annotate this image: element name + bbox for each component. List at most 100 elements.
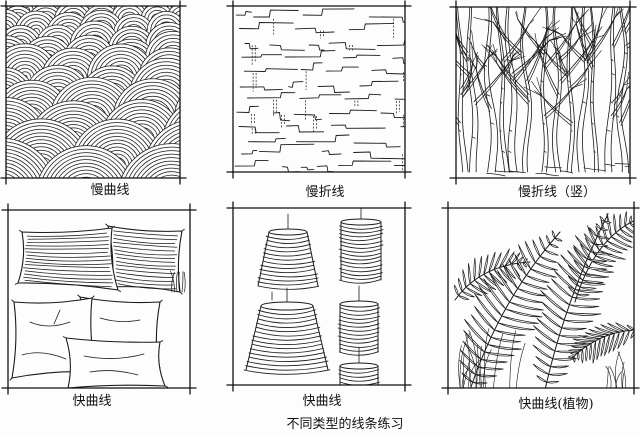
- sketch-stroke: [590, 101, 594, 104]
- sketch-stroke: [260, 264, 315, 269]
- sketch-stroke: [281, 166, 300, 172]
- sketch-stroke: [200, 134, 219, 143]
- sketch-stroke: [576, 7, 586, 173]
- sketch-stroke: [338, 279, 381, 284]
- palm-leaflet: [591, 261, 614, 267]
- sketch-stroke: [129, 57, 180, 96]
- sketch-stroke: [23, 267, 111, 272]
- sketch-stroke: [511, 39, 550, 74]
- sketch-stroke: [600, 7, 608, 21]
- sketch-stroke: [9, 377, 13, 381]
- sketch-stroke: [202, 108, 224, 119]
- sketch-stroke: [244, 42, 259, 50]
- sketch-stroke: [504, 7, 513, 173]
- sketch-stroke: [195, 101, 231, 119]
- palm-leaflet: [504, 251, 515, 267]
- sketch-stroke: [0, 133, 3, 170]
- palm-leaflet: [581, 348, 584, 364]
- panel-fast-curves-lampshades: [226, 201, 412, 392]
- sketch-stroke: [339, 225, 383, 230]
- palm-leaflet: [514, 254, 527, 276]
- sketch-stroke: [117, 289, 121, 293]
- sketch-stroke: [536, 42, 559, 98]
- sketch-stroke: [173, 97, 180, 119]
- sketch-stroke: [542, 40, 548, 55]
- sketch-stroke: [570, 0, 573, 3]
- sketch-stroke: [359, 80, 399, 87]
- sketch-stroke: [316, 165, 334, 172]
- sketch-stroke: [586, 19, 601, 63]
- palm-leaflet: [536, 318, 560, 336]
- sketch-stroke: [26, 232, 108, 237]
- sketch-stroke: [24, 264, 110, 268]
- sketch-stroke: [614, 163, 630, 165]
- sketch-stroke: [0, 8, 4, 21]
- sketch-stroke: [439, 17, 454, 28]
- palm-leaflet: [577, 352, 580, 361]
- panel-drawing: [9, 223, 186, 388]
- sketch-stroke: [177, 105, 180, 119]
- sketch-stroke: [190, 165, 197, 168]
- sketch-stroke: [459, 87, 461, 90]
- palm-leaflet: [571, 345, 588, 349]
- sketch-stroke: [482, 349, 492, 388]
- sketch-stroke: [487, 44, 498, 64]
- sketch-stroke: [253, 9, 299, 18]
- sketch-stroke: [578, 22, 594, 39]
- lampshade-top-rim: [339, 300, 379, 308]
- palm-leaflet: [532, 239, 541, 257]
- sketch-stroke: [590, 7, 599, 173]
- sketch-stroke: [252, 343, 323, 350]
- sketch-stroke: [536, 77, 543, 97]
- sketch-stroke: [462, 359, 470, 388]
- palm-leaflet: [585, 345, 588, 362]
- sketch-stroke: [339, 259, 382, 265]
- sketch-stroke: [259, 273, 319, 278]
- sketch-stroke: [0, 184, 13, 196]
- sketch-stroke: [179, 291, 183, 295]
- palm-leaflet: [626, 324, 634, 331]
- lampshade-top-rim: [339, 362, 379, 370]
- sketch-stroke: [328, 109, 377, 115]
- sketch-stroke: [255, 331, 320, 337]
- sketch-stroke: [262, 256, 312, 261]
- sketch-stroke: [145, 22, 180, 47]
- sketch-stroke: [600, 7, 603, 21]
- sketch-stroke: [528, 19, 535, 25]
- palm-leaflet: [567, 286, 578, 295]
- sketch-stroke: [490, 122, 495, 125]
- sketch-stroke: [492, 21, 523, 53]
- sketch-stroke: [193, 127, 226, 142]
- palm-midrib: [569, 329, 634, 361]
- sketch-stroke: [235, 11, 252, 16]
- sketch-stroke: [241, 150, 258, 155]
- sketch-stroke: [83, 353, 145, 359]
- sketch-stroke: [340, 252, 381, 257]
- sketch-stroke: [615, 371, 622, 388]
- sketch-stroke: [263, 252, 312, 257]
- sketch-stroke: [339, 267, 382, 273]
- palm-leaflet: [474, 305, 495, 331]
- sketch-stroke: [469, 7, 479, 173]
- sketch-stroke: [512, 48, 520, 57]
- sketch-stroke: [594, 34, 605, 39]
- palm-leaflet: [610, 236, 633, 248]
- sketch-stroke: [112, 78, 180, 119]
- sketch-stroke: [466, 345, 477, 388]
- sketch-stroke: [353, 151, 405, 160]
- sketch-stroke: [605, 365, 612, 388]
- sketch-stroke: [492, 21, 521, 56]
- palm-leaflet: [586, 258, 607, 263]
- sketch-stroke: [501, 150, 505, 153]
- palm-leaflet: [600, 336, 606, 357]
- sketch-stroke: [149, 25, 180, 47]
- palm-leaflet: [517, 288, 546, 297]
- palm-leaflet: [513, 294, 543, 303]
- palm-leaflet: [608, 332, 615, 354]
- sketch-stroke: [339, 229, 384, 234]
- sketch-stroke: [241, 54, 283, 58]
- sketch-stroke: [504, 55, 514, 77]
- sketch-stroke: [570, 65, 589, 91]
- palm-leaflet: [554, 270, 576, 290]
- palm-leaflet: [521, 281, 548, 290]
